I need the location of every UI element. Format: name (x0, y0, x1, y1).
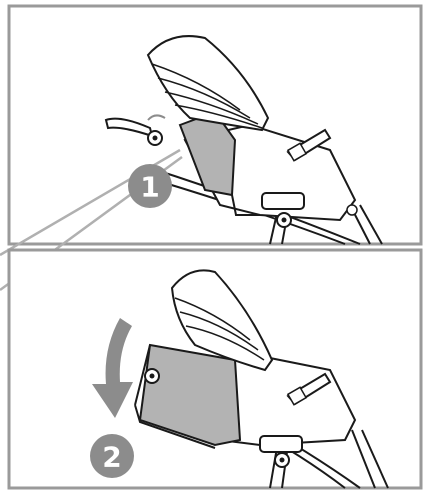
panel-step-2: 2 (9, 250, 421, 488)
step-1-number: 1 (140, 171, 159, 204)
step-1-badge: 1 (128, 164, 172, 208)
step-2-number: 2 (102, 441, 121, 474)
step-2-badge: 2 (90, 434, 134, 478)
panel-step-1: 1 (0, 6, 421, 290)
armrest-left-2 (145, 369, 159, 383)
